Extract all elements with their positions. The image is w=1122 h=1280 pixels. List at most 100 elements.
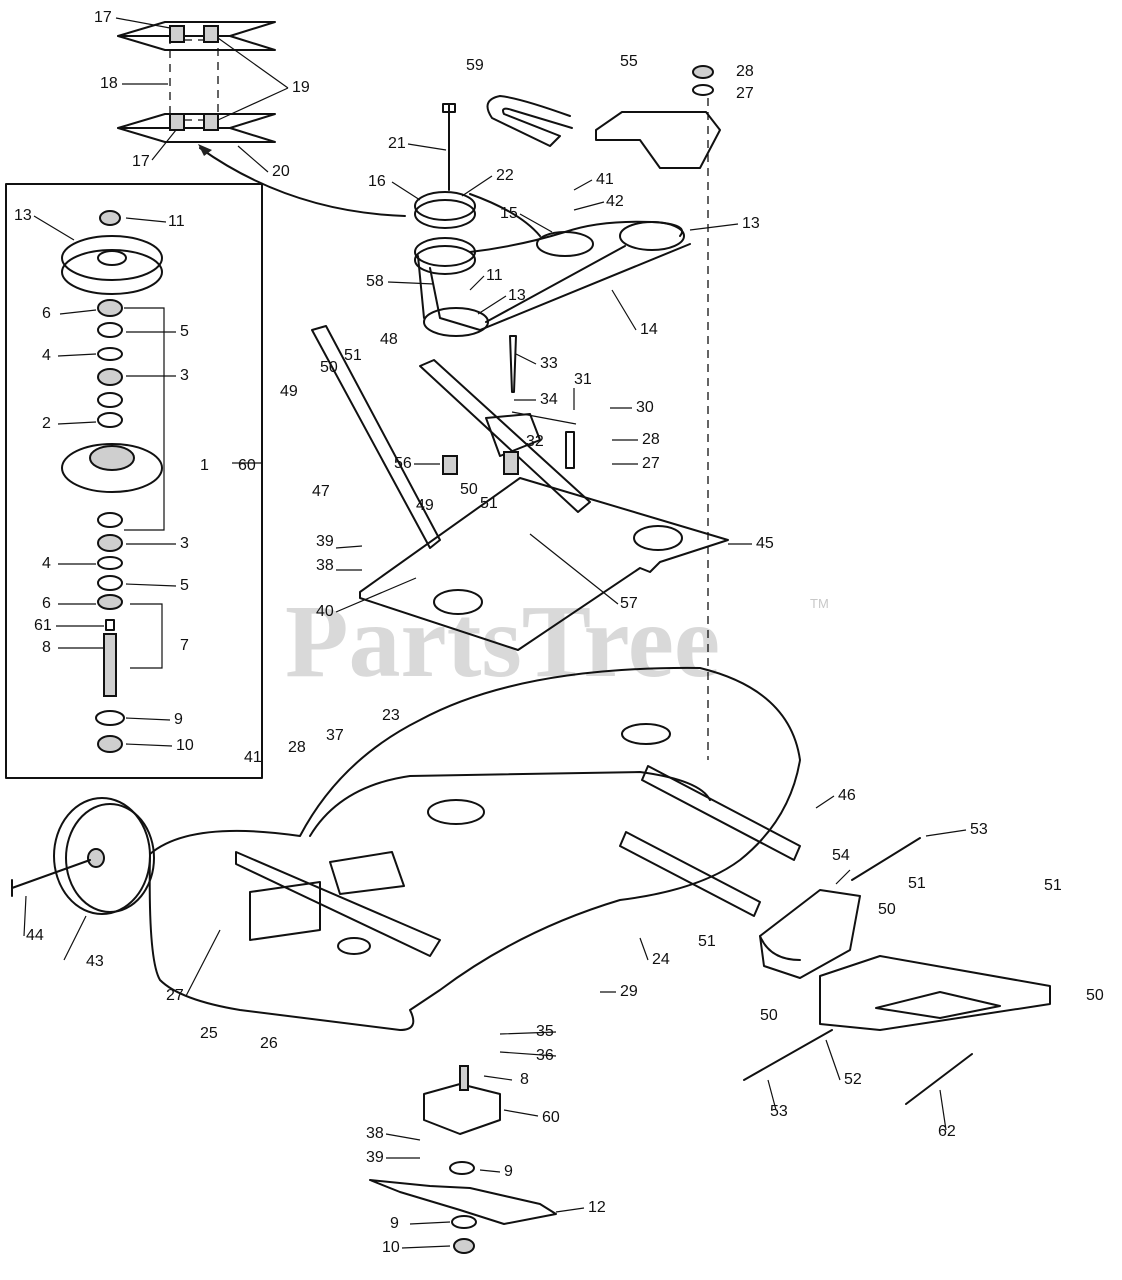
callout-c6b: 6 xyxy=(42,595,51,612)
mower-deck-housing xyxy=(148,666,801,1031)
callout-leaders xyxy=(23,17,967,1249)
callout-c13c: 13 xyxy=(14,207,32,224)
callout-c52: 52 xyxy=(844,1071,862,1088)
callout-c6a: 6 xyxy=(42,305,51,322)
callout-c50c: 50 xyxy=(878,901,896,918)
double-pulley-assembly xyxy=(117,21,276,143)
callout-c51c: 51 xyxy=(908,875,926,892)
callout-c5b: 5 xyxy=(180,577,189,594)
callout-c27c: 27 xyxy=(166,987,184,1004)
callout-c40: 40 xyxy=(316,603,334,620)
callout-c33: 33 xyxy=(540,355,558,372)
callout-c28c: 28 xyxy=(288,739,306,756)
callout-c4a: 4 xyxy=(42,347,51,364)
deck-belt-and-pulleys xyxy=(414,191,691,337)
callout-c13b: 13 xyxy=(508,287,526,304)
nut-28-top xyxy=(692,65,714,79)
callout-c19: 19 xyxy=(292,79,310,96)
callout-c9b: 9 xyxy=(504,1163,513,1180)
callout-c17a: 17 xyxy=(94,9,112,26)
u-bracket-59 xyxy=(486,95,573,147)
callout-c24: 24 xyxy=(652,951,670,968)
callout-c45: 45 xyxy=(756,535,774,552)
rear-roller-assembly xyxy=(619,765,1051,1105)
callout-c11b: 11 xyxy=(168,213,185,230)
callout-c3b: 3 xyxy=(180,535,189,552)
callout-c56: 56 xyxy=(394,455,412,472)
callout-c28a: 28 xyxy=(736,63,754,80)
callout-c18: 18 xyxy=(100,75,118,92)
callout-c53b: 53 xyxy=(770,1103,788,1120)
spindle-brackets xyxy=(124,307,262,669)
bracket-55 xyxy=(595,111,721,169)
washer-27-top xyxy=(692,84,714,96)
callout-c51e: 51 xyxy=(698,933,716,950)
callout-c48: 48 xyxy=(380,331,398,348)
trademark-symbol: TM xyxy=(810,596,829,611)
callout-c4b: 4 xyxy=(42,555,51,572)
callout-c50b: 50 xyxy=(460,481,478,498)
callout-c51d: 51 xyxy=(1044,877,1062,894)
callout-c14: 14 xyxy=(640,321,658,338)
callout-c17b: 17 xyxy=(132,153,150,170)
callout-c61: 61 xyxy=(34,617,52,634)
callout-c42: 42 xyxy=(606,193,624,210)
callout-c3a: 3 xyxy=(180,367,189,384)
callout-c21: 21 xyxy=(388,135,406,152)
callout-c22: 22 xyxy=(496,167,514,184)
bolt-21 xyxy=(442,103,456,191)
callout-c51b: 51 xyxy=(480,495,498,512)
callout-labels: 17 18 19 17 20 59 55 28 27 21 16 22 41 4… xyxy=(14,9,1104,1256)
callout-c50a: 50 xyxy=(320,359,338,376)
callout-c60b: 60 xyxy=(542,1109,560,1126)
callout-c9a: 9 xyxy=(174,711,183,728)
callout-c53a: 53 xyxy=(970,821,988,838)
callout-c9c: 9 xyxy=(390,1215,399,1232)
callout-c2: 2 xyxy=(42,415,51,432)
callout-c50e: 50 xyxy=(760,1007,778,1024)
bottom-spindle-and-blade xyxy=(369,1065,557,1254)
spindle-exploded-box xyxy=(5,183,263,779)
gauge-wheel-43 xyxy=(11,797,155,915)
callout-c27a: 27 xyxy=(736,85,754,102)
callout-c25: 25 xyxy=(200,1025,218,1042)
callout-c8a: 8 xyxy=(42,639,51,656)
callout-c46: 46 xyxy=(838,787,856,804)
callout-c32: 32 xyxy=(526,433,544,450)
callout-c47: 47 xyxy=(312,483,330,500)
callout-c37: 37 xyxy=(326,727,344,744)
partstree-watermark: PartsTree xyxy=(285,584,720,699)
callout-c20: 20 xyxy=(272,163,290,180)
callout-c8b: 8 xyxy=(520,1071,529,1088)
callout-c49b: 49 xyxy=(416,497,434,514)
callout-c50d: 50 xyxy=(1086,987,1104,1004)
callout-c43: 43 xyxy=(86,953,104,970)
callout-c1: 1 xyxy=(200,457,209,474)
idler-arm-assembly xyxy=(311,325,591,549)
callout-c60a: 60 xyxy=(238,457,256,474)
callout-c34: 34 xyxy=(540,391,558,408)
callout-c31: 31 xyxy=(574,371,592,388)
callout-c39b: 39 xyxy=(366,1149,384,1166)
callout-c57: 57 xyxy=(620,595,638,612)
callout-c49a: 49 xyxy=(280,383,298,400)
callout-c38b: 38 xyxy=(366,1125,384,1142)
callout-c44: 44 xyxy=(26,927,44,944)
callout-c15: 15 xyxy=(500,205,518,222)
callout-c27b: 27 xyxy=(642,455,660,472)
spindle-exploded-parts xyxy=(61,210,163,753)
assembly-arrow xyxy=(199,147,406,217)
callout-c41b: 41 xyxy=(244,749,262,766)
callout-c62: 62 xyxy=(938,1123,956,1140)
callout-c38a: 38 xyxy=(316,557,334,574)
callout-c51a: 51 xyxy=(344,347,362,364)
callout-c12: 12 xyxy=(588,1199,606,1216)
callout-c39a: 39 xyxy=(316,533,334,550)
callout-c35: 35 xyxy=(536,1023,554,1040)
callout-c55: 55 xyxy=(620,53,638,70)
callout-c26: 26 xyxy=(260,1035,278,1052)
callout-c58: 58 xyxy=(366,273,384,290)
callout-c10b: 10 xyxy=(382,1239,400,1256)
callout-c29: 29 xyxy=(620,983,638,1000)
callout-c11a: 11 xyxy=(486,267,503,284)
